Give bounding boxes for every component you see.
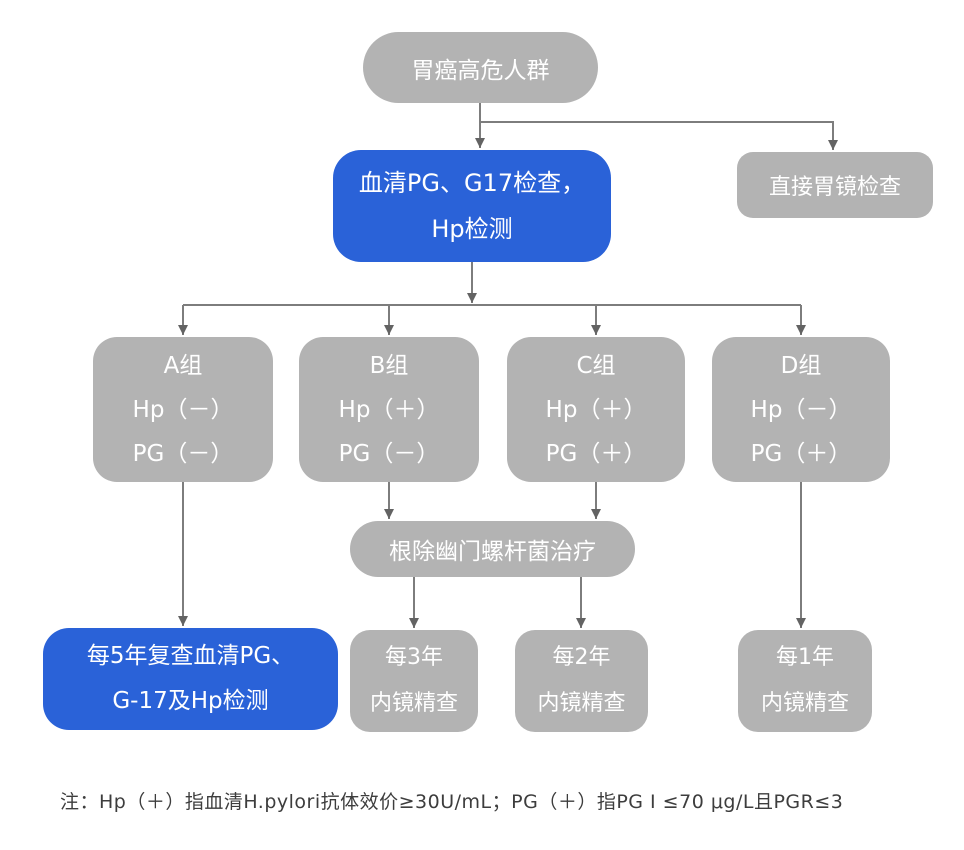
- group-pg-status: PG（－）: [338, 440, 440, 467]
- group-pg-status: PG（＋）: [750, 440, 852, 467]
- node-endoscopy-every-2-years: 每2年 内镜精查: [515, 630, 648, 732]
- node-group-b: B组 Hp（＋） PG（－）: [299, 337, 479, 482]
- group-hp-status: Hp（－）: [132, 396, 234, 423]
- group-hp-status: Hp（＋）: [545, 396, 647, 423]
- node-label-line2: G-17及Hp检测: [112, 688, 269, 714]
- node-label-line2: 内镜精查: [537, 691, 626, 716]
- node-hp-eradication-treatment: 根除幽门螺杆菌治疗: [350, 521, 635, 577]
- group-title: D组: [780, 352, 822, 379]
- node-group-c: C组 Hp（＋） PG（＋）: [507, 337, 685, 482]
- group-title: A组: [163, 352, 203, 379]
- node-label: 根除幽门螺杆菌治疗: [389, 539, 596, 565]
- node-label: 胃癌高危人群: [411, 57, 550, 84]
- node-label-line1: 每3年: [385, 645, 443, 670]
- node-high-risk-population: 胃癌高危人群: [363, 32, 598, 103]
- node-label-line1: 每2年: [552, 645, 611, 670]
- node-endoscopy-every-1-year: 每1年 内镜精查: [738, 630, 872, 732]
- node-recheck-every-5-years: 每5年复查血清PG、 G-17及Hp检测: [43, 628, 338, 730]
- node-direct-gastroscopy: 直接胃镜检查: [737, 152, 933, 218]
- group-title: C组: [576, 352, 616, 379]
- node-label: 直接胃镜检查: [768, 175, 901, 200]
- group-pg-status: PG（＋）: [545, 440, 647, 467]
- group-hp-status: Hp（＋）: [338, 396, 440, 423]
- node-label-line1: 血清PG、G17检查，: [358, 169, 586, 197]
- node-endoscopy-every-3-years: 每3年 内镜精查: [350, 630, 478, 732]
- node-group-d: D组 Hp（－） PG（＋）: [712, 337, 890, 482]
- group-pg-status: PG（－）: [132, 440, 234, 467]
- node-label-line1: 每1年: [776, 645, 834, 670]
- node-label-line2: 内镜精查: [369, 691, 458, 716]
- node-label-line2: Hp检测: [431, 215, 513, 243]
- group-title: B组: [369, 352, 409, 379]
- node-serum-pg-g17-hp-test: 血清PG、G17检查， Hp检测: [333, 150, 611, 262]
- node-label-line1: 每5年复查血清PG、: [86, 643, 295, 669]
- group-hp-status: Hp（－）: [750, 396, 852, 423]
- edge-highrisk-to-gastroscopy: [480, 121, 838, 150]
- node-label-line2: 内镜精查: [760, 691, 849, 716]
- node-group-a: A组 Hp（－） PG（－）: [93, 337, 273, 482]
- footnote: 注：Hp（＋）指血清H.pylori抗体效价≥30U/mL；PG（＋）指PG I…: [60, 791, 844, 813]
